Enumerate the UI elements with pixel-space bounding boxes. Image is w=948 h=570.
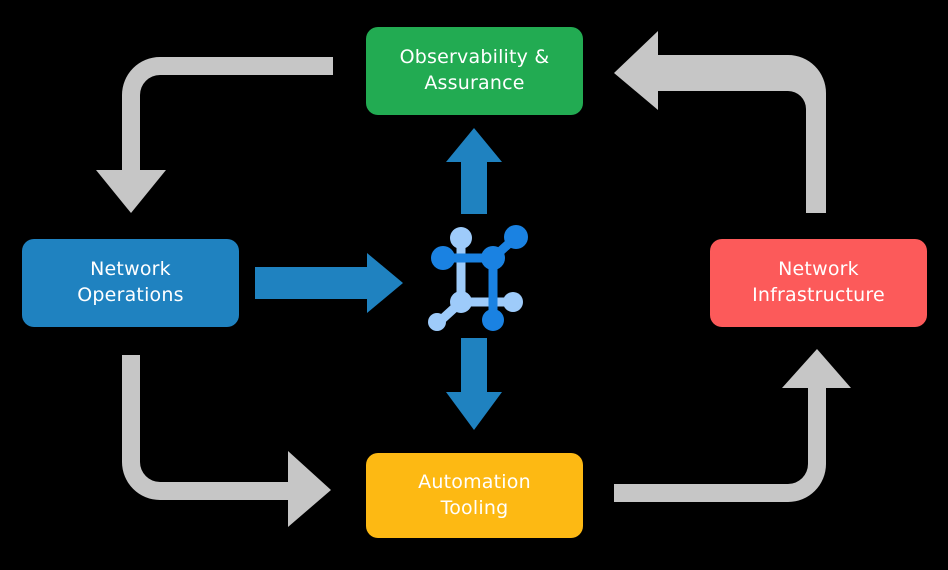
node-automation-label: Automation Tooling (418, 470, 531, 519)
connector-center-to-automation (446, 338, 502, 430)
connector-observability-to-operations (96, 57, 333, 213)
connector-automation-to-infrastructure (614, 349, 851, 502)
node-operations-label: Network Operations (77, 258, 184, 306)
node-observability-assurance[interactable]: Observability & Assurance (366, 27, 583, 115)
connector-operations-to-center (255, 253, 403, 313)
node-automation-tooling[interactable]: Automation Tooling (366, 453, 583, 538)
node-observability-label: Observability & Assurance (399, 46, 550, 94)
connector-operations-to-automation (122, 355, 331, 527)
node-network-infrastructure[interactable]: Network Infrastructure (710, 239, 927, 327)
node-infrastructure-label: Network Infrastructure (752, 258, 885, 306)
connector-infrastructure-to-observability (614, 31, 826, 213)
network-topology-icon (428, 225, 528, 331)
connector-center-to-observability (446, 128, 502, 214)
node-network-operations[interactable]: Network Operations (22, 239, 239, 327)
